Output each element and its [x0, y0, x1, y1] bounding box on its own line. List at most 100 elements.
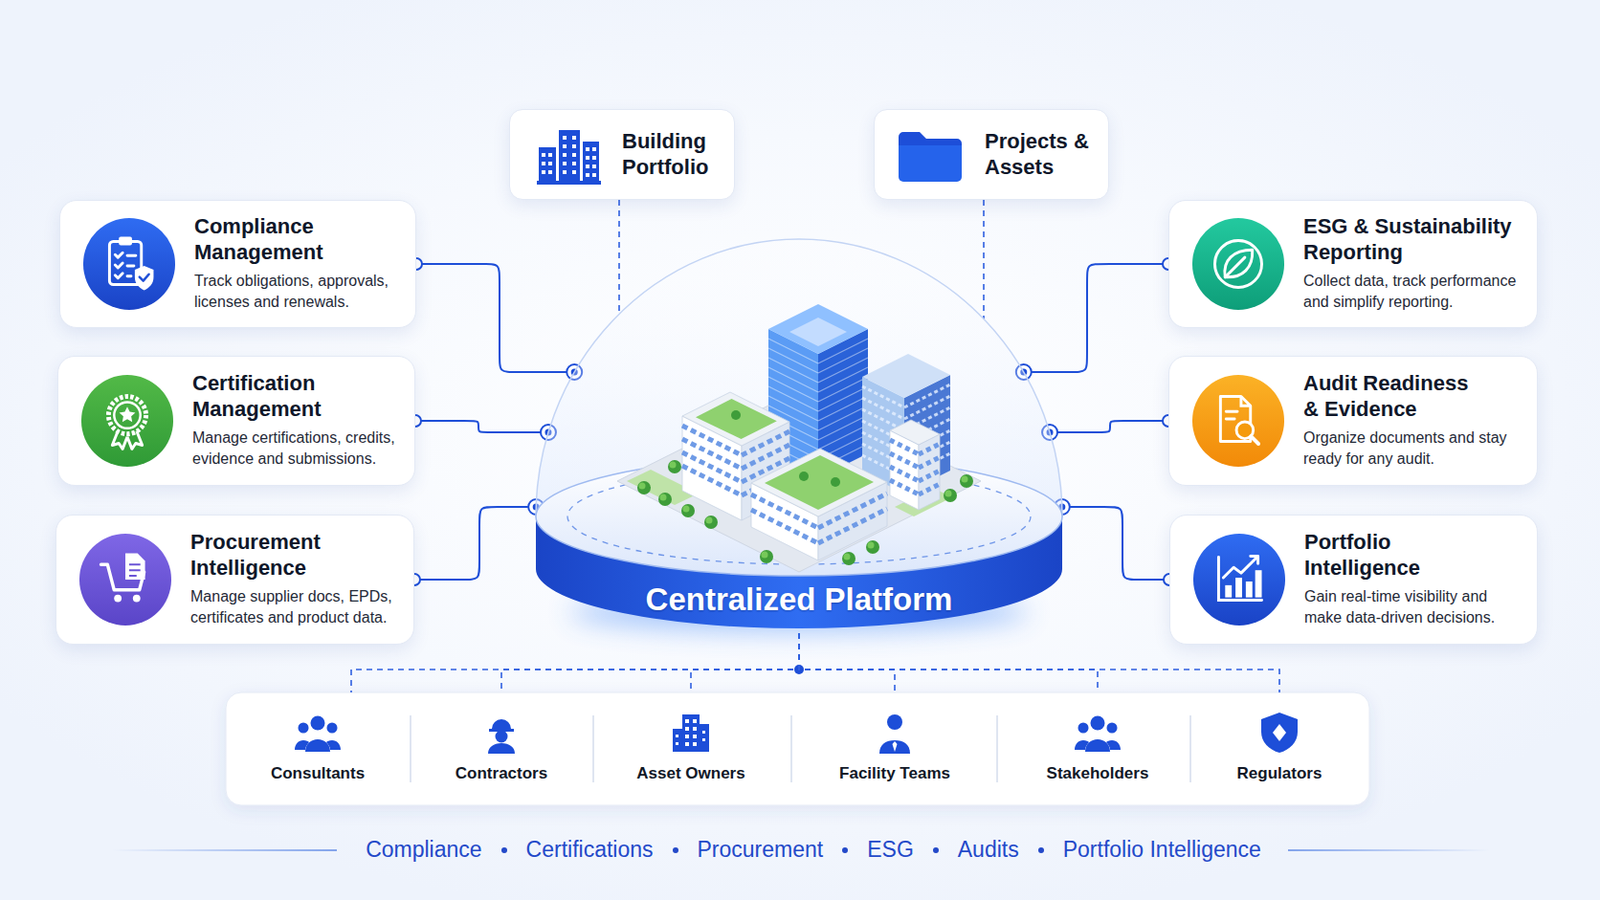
footer-label: Portfolio Intelligence [1063, 837, 1262, 865]
footer-item: Portfolio Intelligence [1019, 837, 1262, 865]
footer-rules [1288, 849, 1490, 852]
stakeholder-icon [1256, 711, 1303, 755]
connector [1049, 421, 1169, 433]
stakeholder-icon [667, 711, 714, 755]
footer-item: Compliance [365, 837, 482, 865]
footer-item: Certifications [482, 837, 654, 865]
feature-card: ESG & Sustainability ReportingCollect da… [1168, 200, 1538, 329]
stakeholder-label: Facility Teams [839, 763, 951, 784]
footer-rules [111, 849, 337, 852]
footer-bullet [842, 847, 848, 854]
stakeholder-icon [294, 711, 341, 755]
connector-dot [409, 415, 556, 441]
connector-dot [410, 258, 582, 380]
stakeholder-item: Contractors [420, 692, 583, 806]
card-body: Gain real-time visibility and make data-… [1304, 586, 1511, 630]
footer-bullet [933, 847, 939, 854]
card-heading: Procurement Intelligence [190, 530, 401, 581]
stakeholder-icon [871, 711, 918, 755]
connector [690, 633, 800, 693]
stakeholder-item: Asset Owners [609, 692, 773, 806]
platform-art [535, 239, 1063, 632]
card-heading: Portfolio Intelligence [1304, 530, 1496, 581]
card-body: Manage supplier docs, EPDs, certificates… [190, 586, 407, 630]
connector-dot [1016, 258, 1175, 380]
stakeholder-label: Consultants [270, 763, 365, 784]
stakeholder-item: Consultants [236, 692, 400, 806]
footer-bullet [672, 847, 679, 854]
footer-item: Procurement [653, 837, 824, 865]
stakeholder-item: Facility Teams [813, 692, 977, 806]
card-icon [1192, 375, 1285, 467]
card-icon [1192, 533, 1287, 627]
card-icon [79, 533, 172, 626]
card-heading: ESG & Sustainability Reporting [1303, 214, 1530, 266]
stakeholder-icon [879, 714, 911, 755]
connector-dot [1054, 499, 1176, 586]
feature-card: Audit Readiness & EvidenceOrganize docum… [1168, 355, 1538, 487]
card-heading: Certification Management [192, 371, 403, 423]
platform-label: Centralized Platform [645, 581, 954, 619]
tab-label: Projects & Assets [984, 129, 1096, 180]
card-heading: Compliance Management [194, 214, 405, 266]
footer-bullet [501, 847, 508, 854]
band-separators [409, 715, 412, 783]
connector-dot [1042, 415, 1175, 441]
category-tab: Projects & Assets [873, 109, 1110, 200]
stakeholder-item: Stakeholders [1016, 692, 1179, 806]
footer-label: Certifications [526, 837, 654, 865]
connector [414, 507, 536, 580]
footer-item: Audits [913, 837, 1020, 865]
connector [351, 633, 800, 693]
footer-label: ESG [866, 837, 914, 865]
footer-row: Compliance Certifications Procurement ESG Au… [334, 834, 1292, 867]
feature-card: Compliance ManagementTrack obligations, … [59, 200, 417, 329]
footer-bullet [501, 847, 508, 854]
card-body: Track obligations, approvals, licenses a… [194, 270, 411, 314]
footer-label: Procurement [697, 837, 824, 865]
card-icon [1191, 374, 1286, 468]
connector-group [351, 200, 1280, 693]
footer-bullet [933, 847, 939, 854]
category-tab: Building Portfolio [509, 109, 735, 200]
footer-bullet [842, 847, 848, 854]
connector [501, 633, 800, 693]
stakeholder-label: Regulators [1237, 763, 1323, 784]
connector [415, 421, 549, 433]
connector [1023, 264, 1169, 373]
stakeholder-icon [1074, 716, 1121, 754]
feature-card: Procurement IntelligenceManage supplier … [55, 514, 415, 645]
platform-disc: Centralized Platform [531, 237, 1067, 634]
card-icon [80, 374, 175, 468]
stakeholder-label: Contractors [455, 763, 548, 784]
card-icon [1193, 533, 1286, 626]
stakeholder-item: Regulators [1198, 692, 1361, 806]
card-icon [78, 533, 173, 627]
tab-icon [536, 130, 601, 185]
platform-art [531, 237, 1067, 634]
connector [416, 264, 575, 373]
band-separators [996, 715, 999, 783]
stakeholder-label: Asset Owners [636, 763, 745, 784]
tab-icon [536, 128, 601, 185]
footer-label: Audits [957, 837, 1020, 865]
card-icon [82, 217, 177, 312]
connector [799, 633, 895, 693]
tab-icon [898, 132, 962, 182]
connector [799, 633, 1098, 693]
stakeholder-band [225, 692, 1370, 806]
footer-label: Compliance [365, 837, 482, 865]
stakeholder-icon [1074, 711, 1121, 755]
stakeholder-icon [672, 714, 710, 753]
connector [982, 200, 985, 319]
stakeholder-label: Stakeholders [1046, 763, 1150, 784]
stakeholder-band [225, 692, 1370, 806]
footer-item: ESG [822, 837, 914, 865]
footer-bullet [1038, 847, 1045, 854]
footer-bullet [672, 847, 679, 854]
band-separators [1189, 715, 1192, 783]
band-separators [592, 715, 595, 783]
card-icon [1191, 217, 1286, 312]
connector [1062, 507, 1170, 580]
